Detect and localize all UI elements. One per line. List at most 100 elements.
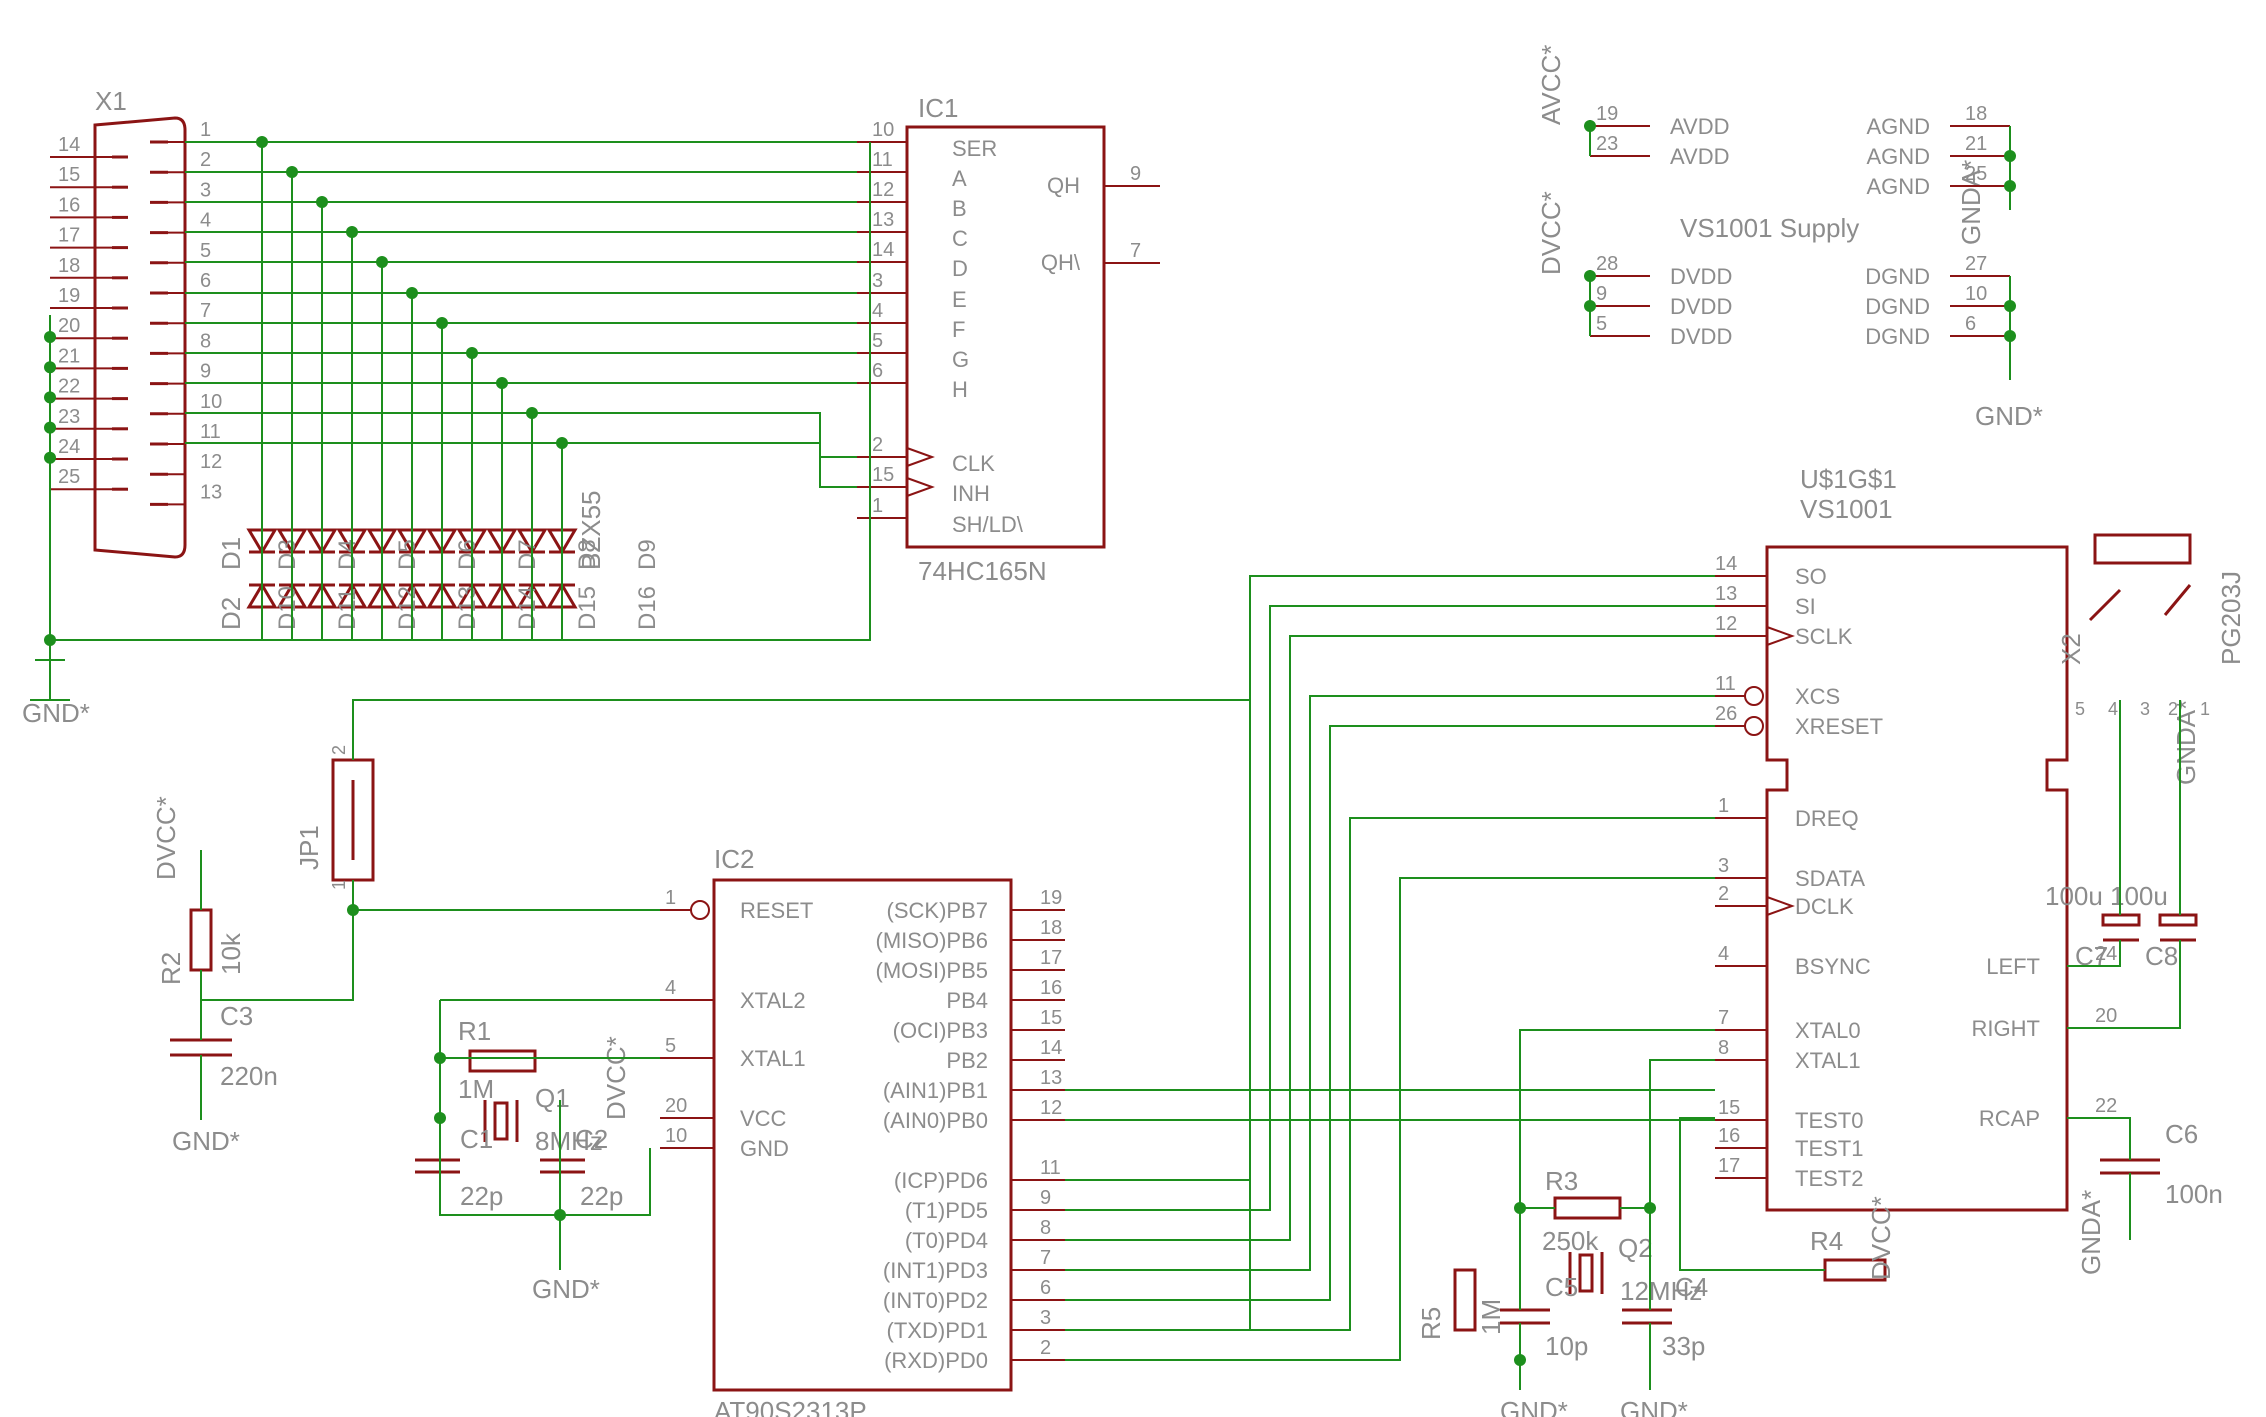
left-audio — [2067, 940, 2121, 967]
pd3-xcs — [1065, 695, 1715, 1271]
vs-pin-number: 26 — [1715, 703, 1737, 725]
ic2-pin-number: 13 — [1040, 1067, 1062, 1089]
x2-pin1: 1 — [2200, 699, 2210, 719]
ic2-value: AT90S2313P — [714, 1396, 867, 1417]
vs-pin-number: 1 — [1718, 795, 1729, 817]
c8-name: C8 — [2145, 941, 2178, 971]
ic2-pin-number: 12 — [1040, 1097, 1062, 1119]
vs-pin-label: LEFT — [1986, 954, 2040, 979]
x2-pin4: 4 — [2108, 699, 2118, 719]
ic2-pin-number: 18 — [1040, 917, 1062, 939]
diode-label: D12 — [394, 586, 421, 630]
dvcc-ic2: DVCC* — [601, 1036, 631, 1120]
vs-pin-number: 12 — [1715, 613, 1737, 635]
supply-pin-number: 9 — [1596, 283, 1607, 305]
x1-pin-number: 5 — [200, 240, 211, 262]
ic2-pin-label: (TXD)PD1 — [887, 1318, 988, 1343]
ic2-pin-label: (INT1)PD3 — [883, 1258, 988, 1283]
diode-label: D13 — [454, 586, 481, 630]
ic2-pin-label: XTAL2 — [740, 988, 806, 1013]
diode-label-group: D13 — [454, 586, 481, 630]
ic1-pin-number: 5 — [872, 330, 883, 352]
diode-label-group: D7 — [514, 539, 541, 570]
supply-title: VS1001 Supply — [1680, 213, 1859, 243]
ic1-pin-number: 14 — [872, 239, 894, 261]
ic2-pin-label: GND — [740, 1136, 789, 1161]
vs-pin-label: SI — [1795, 594, 1816, 619]
pd6-so — [1065, 575, 1715, 1181]
vs-pin-number: 4 — [1718, 943, 1729, 965]
ic2-pin-label: PB2 — [946, 1048, 988, 1073]
vs-name: U$1G$1 — [1800, 464, 1897, 494]
d2-name: D2 — [216, 597, 246, 630]
supply-gnda: GNDA* — [1956, 160, 1986, 245]
ic1-pin-label: CLK — [952, 451, 995, 476]
data-line — [185, 442, 857, 488]
c5-value: 10p — [1545, 1331, 1588, 1361]
junction-dot — [2004, 300, 2016, 312]
x1-pin-number: 25 — [58, 466, 80, 488]
supply-pin-number: 23 — [1596, 133, 1618, 155]
ic1-pin-label: G — [952, 347, 969, 372]
ic1-pin-number: 12 — [872, 179, 894, 201]
ic2-pin-number: 4 — [665, 977, 676, 999]
x1-pin-number: 7 — [200, 300, 211, 322]
x1-pin-number: 21 — [58, 345, 80, 367]
r4-name: R4 — [1810, 1226, 1843, 1256]
c3-value: 220n — [220, 1061, 278, 1091]
supply-pin-number: 28 — [1596, 253, 1618, 275]
diode-label: D3 — [274, 539, 301, 570]
supply-pin-label: DVDD — [1670, 264, 1732, 289]
junction-dot — [44, 421, 56, 434]
junction-dot — [44, 331, 56, 343]
jp1-pin2: 2 — [329, 745, 349, 755]
x1-pin-number: 6 — [200, 270, 211, 292]
vs-xtal1 — [1620, 1059, 1715, 1209]
vs-pin-label: XRESET — [1795, 714, 1883, 739]
supply-pin-number: 19 — [1596, 103, 1618, 125]
dvcc-r4: DVCC* — [1866, 1196, 1896, 1280]
ic2-pin-number: 15 — [1040, 1007, 1062, 1029]
gnda-c6: GNDA* — [2076, 1190, 2106, 1275]
ic1-pin-number: 4 — [872, 300, 883, 322]
ic1-pin-number: 13 — [872, 209, 894, 231]
ic1-pin-label: B — [952, 196, 967, 221]
ic2-pin-number: 2 — [1040, 1337, 1051, 1359]
c6-name: C6 — [2165, 1119, 2198, 1149]
diode-label-group: D12 — [394, 586, 421, 630]
ic2-pin-label: RESET — [740, 898, 813, 923]
x1-pin-number: 20 — [58, 315, 80, 337]
jp1-pin1: 1 — [329, 880, 349, 890]
x2-pin5: 5 — [2075, 699, 2085, 719]
ic1-pin-number: 6 — [872, 360, 883, 382]
ic1-pin-number: 15 — [872, 464, 894, 486]
ic1-value: 74HC165N — [918, 556, 1047, 586]
data-line — [185, 412, 857, 458]
ic2-pin-number: 17 — [1040, 947, 1062, 969]
pd2-xreset — [1065, 725, 1715, 1301]
vs-pin-label: SDATA — [1795, 866, 1865, 891]
r1-value: 1M — [458, 1074, 494, 1104]
ic2-pin-label: (MOSI)PB5 — [876, 958, 988, 983]
supply-pin-label: DGND — [1865, 324, 1930, 349]
ic2-pin-label: (AIN1)PB1 — [883, 1078, 988, 1103]
ic1-pin-number: 2 — [872, 434, 883, 456]
ic2-pin-label: (ICP)PD6 — [894, 1168, 988, 1193]
pd4-sclk — [1065, 635, 1715, 1241]
d1-name: D1 — [216, 537, 246, 570]
c8-value: 100u — [2110, 881, 2168, 911]
ic1-pin-label: SER — [952, 136, 997, 161]
vs-pin-number: 8 — [1718, 1037, 1729, 1059]
diode-label-group: D9 — [634, 539, 661, 570]
right-audio — [2067, 940, 2181, 1029]
vs-pin-label: TEST0 — [1795, 1108, 1863, 1133]
c6-value: 100n — [2165, 1179, 2223, 1209]
diode-label-group: D11 — [334, 588, 361, 630]
jp1-line — [352, 699, 1251, 1331]
supply-pin-label: DGND — [1865, 294, 1930, 319]
supply-pin-number: 10 — [1965, 283, 1987, 305]
diode-label-group: D15 — [574, 586, 601, 630]
ic2-pin-number: 7 — [1040, 1247, 1051, 1269]
